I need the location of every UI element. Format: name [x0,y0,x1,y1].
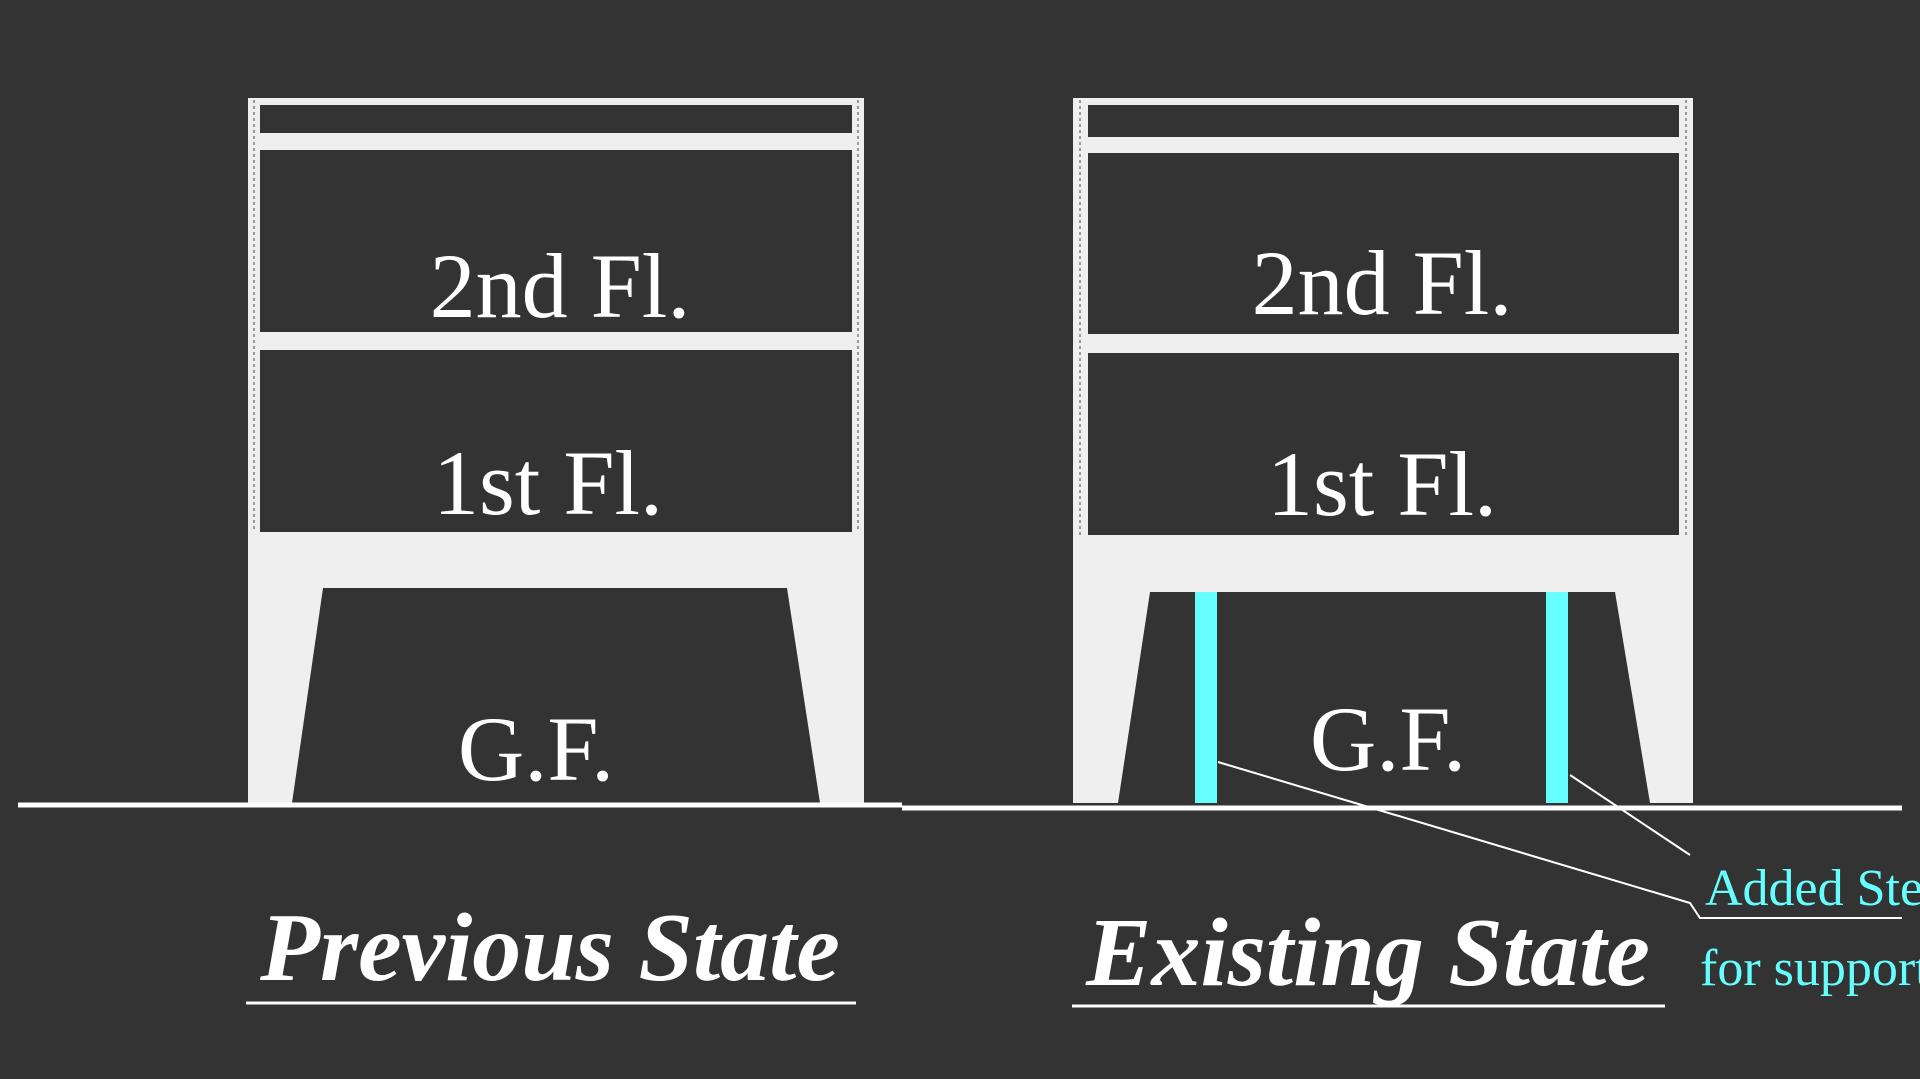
existing-state-caption: Existing State [1085,899,1650,1007]
previous-floor-1-label: 1st Fl. [433,432,663,534]
previous-state-caption: Previous State [259,894,840,1002]
existing-floor-1-label: 1st Fl. [1267,433,1497,535]
existing-ground-floor-label: G.F. [1310,688,1466,790]
added-steel-column-right [1546,592,1568,803]
previous-ground-floor-label: G.F. [458,698,614,800]
existing-floor-2-label: 2nd Fl. [1252,232,1513,334]
annotation-for-support: for support [1700,940,1920,997]
annotation-leader-left [1217,761,1902,919]
previous-state-building: 2nd Fl. 1st Fl. G.F. [248,98,864,803]
added-steel-column-left [1195,592,1217,803]
previous-floor-2-label: 2nd Fl. [430,235,691,337]
existing-state-building: 2nd Fl. 1st Fl. G.F. [1073,98,1693,803]
annotation-leader-right [1569,774,1691,856]
annotation-added-steel: Added Steel [1705,860,1920,917]
